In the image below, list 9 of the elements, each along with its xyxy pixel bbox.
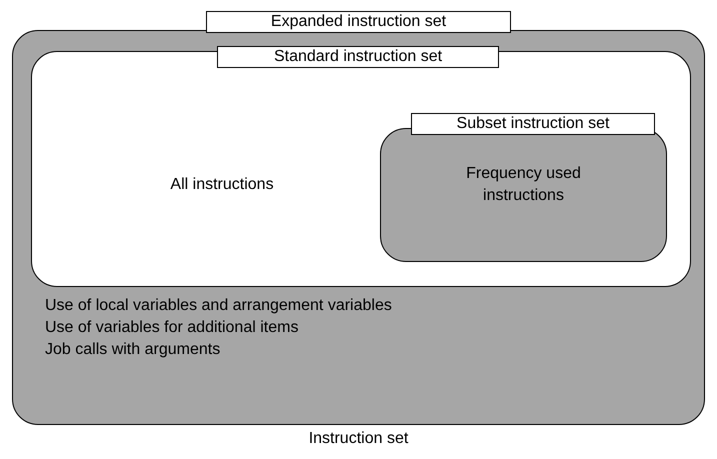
caption: Instruction set	[308, 430, 410, 448]
set-description: Job calls with arguments	[45, 340, 222, 360]
set-title-tag: Subset instruction set	[411, 113, 655, 135]
set-title-tag: Standard instruction set	[217, 46, 499, 68]
set-description: Use of variables for additional items	[45, 318, 300, 338]
set-description: All instructions	[169, 175, 275, 195]
set-description: Use of local variables and arrangement variables	[45, 296, 393, 316]
set-title-tag: Expanded instruction set	[206, 11, 511, 33]
set-description: Frequency used instructions	[465, 164, 582, 206]
